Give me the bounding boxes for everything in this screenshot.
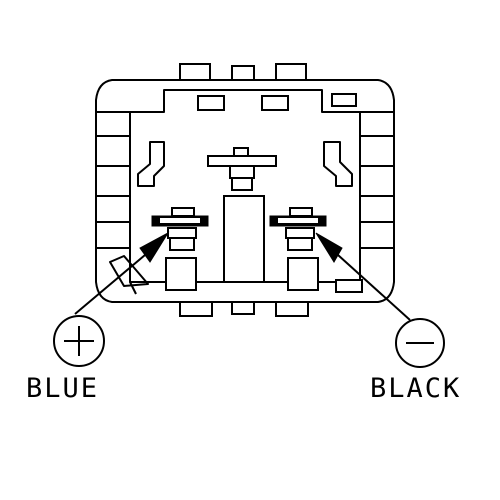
right-wall-ribs xyxy=(360,111,394,249)
negative-terminal-symbol xyxy=(395,318,445,368)
negative-wire-label: BLACK xyxy=(370,373,462,404)
lower-left-tab xyxy=(109,255,149,287)
positive-terminal xyxy=(151,207,209,291)
left-latch-bracket xyxy=(137,141,165,187)
lower-right-slot xyxy=(335,279,363,293)
top-center-terminal xyxy=(207,147,277,191)
inner-top-slots xyxy=(197,93,357,111)
negative-terminal xyxy=(269,207,327,291)
top-tabs xyxy=(179,63,307,81)
center-post xyxy=(223,195,265,283)
pointer-arrows xyxy=(74,231,411,321)
left-wall-ribs xyxy=(96,111,130,249)
connector-inner-cavity xyxy=(129,89,361,283)
positive-terminal-symbol xyxy=(53,315,105,367)
right-latch-bracket xyxy=(323,141,353,187)
positive-wire-label: BLUE xyxy=(26,373,100,404)
